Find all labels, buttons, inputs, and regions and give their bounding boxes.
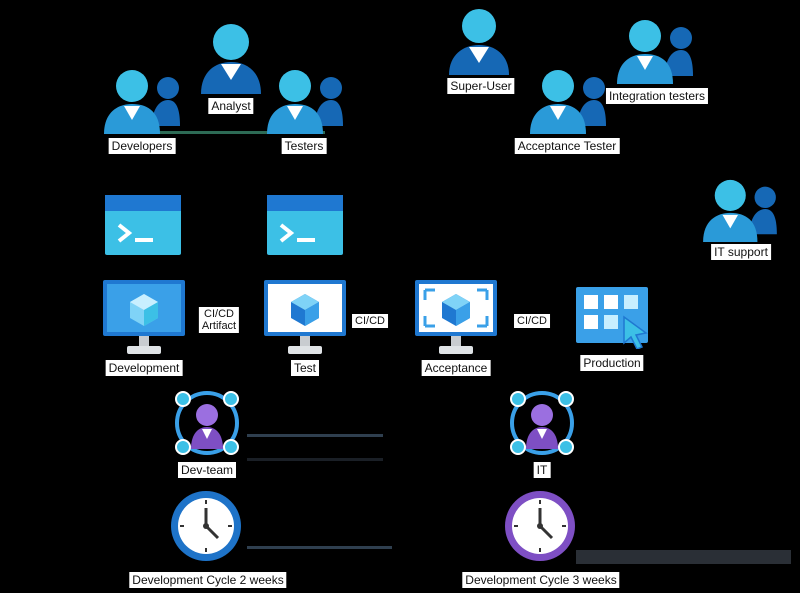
dev-cycle-label: Development Cycle 2 weeks: [129, 572, 287, 588]
user-group-icon: [703, 179, 777, 242]
developers-console[interactable]: [105, 195, 181, 255]
it-support-label: IT support: [711, 244, 771, 260]
it-team-group[interactable]: [506, 387, 578, 459]
it-support-actor[interactable]: [700, 176, 778, 242]
user-icon: [201, 24, 261, 94]
cicd-artifact-label: CI/CD Artifact: [198, 307, 240, 333]
testers-console[interactable]: [267, 195, 343, 255]
ops-cycle-label: Development Cycle 3 weeks: [462, 572, 620, 588]
user-group-icon: [617, 20, 693, 84]
connector-line: [247, 434, 383, 437]
analyst-actor[interactable]: [197, 20, 265, 94]
connector-line: [247, 458, 383, 461]
team-icon: [175, 391, 239, 455]
testers-label: Testers: [281, 138, 327, 154]
artifact-label: Artifact: [201, 320, 237, 332]
super-user-actor[interactable]: [446, 5, 512, 75]
user-group-icon: [104, 70, 180, 134]
vm-scaleset-monitor-icon: [415, 280, 497, 354]
cicd-label: CI/CD: [514, 314, 550, 328]
user-group-icon: [267, 70, 343, 134]
dev-team-group[interactable]: [171, 387, 243, 459]
testers-actor[interactable]: [265, 66, 343, 134]
production-label: Production: [580, 355, 644, 371]
vm-monitor-icon: [264, 280, 346, 354]
cicd-label: CI/CD: [352, 314, 388, 328]
test-label: Test: [290, 360, 320, 376]
connector-line: [576, 550, 791, 564]
console-icon: [105, 195, 181, 255]
development-environment[interactable]: [103, 280, 185, 356]
acceptance-tester-actor[interactable]: [528, 66, 606, 134]
integration-testers-label: Integration testers: [605, 88, 709, 104]
acceptance-tester-label: Acceptance Tester: [514, 138, 620, 154]
development-label: Development: [105, 360, 183, 376]
production-environment[interactable]: [576, 287, 648, 350]
developers-label: Developers: [108, 138, 176, 154]
connector-line: [247, 546, 392, 549]
super-user-label: Super-User: [447, 78, 515, 94]
app-tiles-icon: [576, 287, 648, 350]
integration-testers-actor[interactable]: [615, 16, 693, 84]
clock-icon: [171, 491, 241, 561]
it-team-label: IT: [533, 462, 551, 478]
console-icon: [267, 195, 343, 255]
user-icon: [449, 9, 509, 75]
vm-monitor-icon: [103, 280, 185, 354]
developers-actor[interactable]: [102, 66, 180, 134]
test-environment[interactable]: [264, 280, 346, 356]
ops-cycle-clock[interactable]: [502, 488, 578, 564]
dev-team-label: Dev-team: [177, 462, 237, 478]
analyst-label: Analyst: [208, 98, 254, 114]
acceptance-label: Acceptance: [421, 360, 491, 376]
user-group-icon: [530, 70, 606, 134]
connector-line: [140, 131, 325, 134]
acceptance-environment[interactable]: [415, 280, 497, 356]
clock-icon: [505, 491, 575, 561]
dev-cycle-clock[interactable]: [168, 488, 244, 564]
team-icon: [510, 391, 574, 455]
cicd-label: CI/CD: [204, 308, 234, 320]
